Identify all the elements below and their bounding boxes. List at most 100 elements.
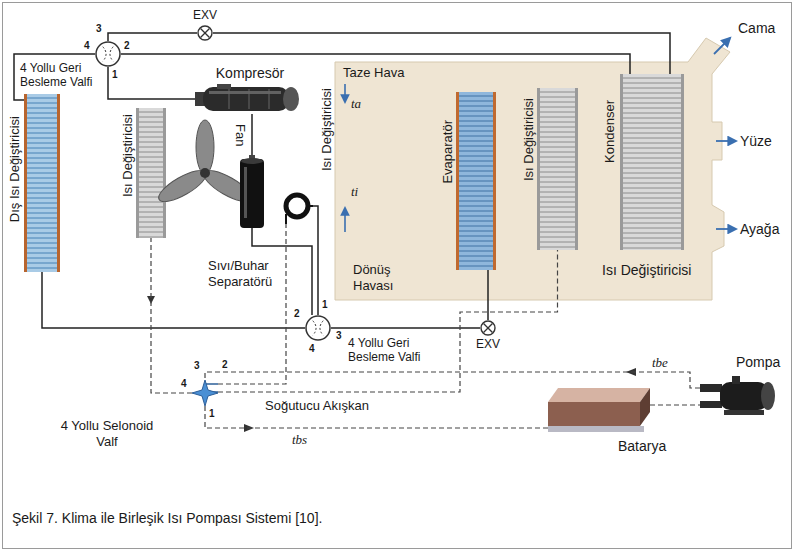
battery-shape [548,388,650,432]
heat-exchanger-part [540,172,575,173]
heat-exchanger-part [540,122,575,123]
heat-exchanger-part [540,222,575,223]
heat-exchanger-part [540,207,575,208]
condenser-part [623,223,681,224]
outdoor-heat-exchanger-part [27,193,57,194]
heat-exchanger-part [540,102,575,103]
outdoor-heat-exchanger: Dış Isı Değiştiricisi [24,94,60,272]
outlet-label: Cama [738,20,775,37]
figure-frame [3,3,792,549]
outdoor-heat-exchanger-part [27,138,57,139]
expansion-valve: EXV [197,25,213,41]
heat-exchanger-part [540,92,575,93]
component-label: Fan [232,124,248,146]
heat-exchanger-coil-part [308,205,313,207]
heat-exchanger-part [139,112,163,113]
solenoid-valve-part [192,380,218,406]
evaporator-part [459,101,493,102]
heat-exchanger-part [540,192,575,193]
heat-exchanger-part [540,182,575,183]
condenser-part [623,103,681,104]
fan-part [196,120,214,174]
fan: Fan [180,118,230,228]
outdoor-heat-exchanger-part [27,173,57,174]
evaporator-part [459,176,493,177]
heat-exchanger: Isı Değiştiricisi [136,108,166,238]
outdoor-heat-exchanger-part [27,103,57,104]
evaporator-part [459,136,493,137]
heat-exchanger-part [540,197,575,198]
liquid-vapor-separator-part [244,167,247,218]
heat-exchanger-part [540,242,575,243]
outdoor-heat-exchanger-part [27,163,57,164]
compressor-part [217,84,231,89]
outlet-label: Ayağa [740,221,779,238]
component-label: Isı Değiştiricisi [319,88,335,171]
heat-exchanger-part [139,152,163,153]
component-label: 4 Yollu Selonoid Valf [52,418,162,449]
compressor-part [229,89,230,109]
four-way-valve: 4 Yollu Geri Besleme Valfi [95,41,121,67]
outdoor-heat-exchanger-part [27,158,57,159]
condenser-part [620,74,623,250]
condenser-part [623,183,681,184]
component-label: Dış Isı Değiştiricisi [7,116,23,222]
condenser-part [623,98,681,99]
evaporator-part [459,241,493,242]
outdoor-heat-exchanger-part [27,223,57,224]
evaporator-part [459,211,493,212]
condenser-part [623,233,681,234]
component-label: Isı Değiştiricisi [521,98,537,181]
condenser-part [623,123,681,124]
battery-part [640,388,650,426]
port-number: 2 [222,360,228,370]
condenser-part [623,108,681,109]
component-label: EXV [185,8,225,22]
fan-shape [180,118,230,228]
evaporator-part [459,236,493,237]
evaporator-part [459,106,493,107]
evaporator-part [459,111,493,112]
compressor-part [249,89,250,109]
evaporator-part [459,251,493,252]
pump-part [720,382,768,410]
battery-part [548,402,640,426]
component-label: Kompresör [205,65,295,82]
evaporator-part [459,226,493,227]
coolant-line [218,250,558,392]
heat-exchanger-coil-part [286,195,308,217]
outdoor-heat-exchanger-part [27,263,57,264]
evaporator-shape [456,92,496,270]
component-label: EXV [468,337,508,351]
heat-exchanger-part [139,142,163,143]
port-number: 3 [194,361,200,371]
evaporator-part [459,246,493,247]
expansion-valve-part [201,29,210,38]
expansion-valve-shape [197,25,213,41]
heat-exchanger-part [540,142,575,143]
heat-exchanger-part [139,172,163,173]
heat-exchanger-part [540,232,575,233]
outdoor-heat-exchanger-part [27,253,57,254]
heat-exchanger-part [139,237,163,238]
heat-exchanger-part [540,227,575,228]
heat-exchanger-shape [136,108,166,238]
outdoor-heat-exchanger-part [27,153,57,154]
four-way-valve-part [313,321,316,336]
condenser-part [623,83,681,84]
evaporator-part [459,92,493,270]
air-duct-body [335,38,730,300]
evaporator-part [459,171,493,172]
battery-part [548,388,650,402]
condenser-part [623,178,681,179]
four-way-valve-part [96,42,120,66]
condenser-part [623,208,681,209]
outdoor-heat-exchanger-part [27,243,57,244]
heat-exchanger-part [163,108,166,238]
outdoor-heat-exchanger-part [27,213,57,214]
condenser-part [623,118,681,119]
compressor-shape [195,84,305,114]
port-number: 3 [336,331,342,341]
